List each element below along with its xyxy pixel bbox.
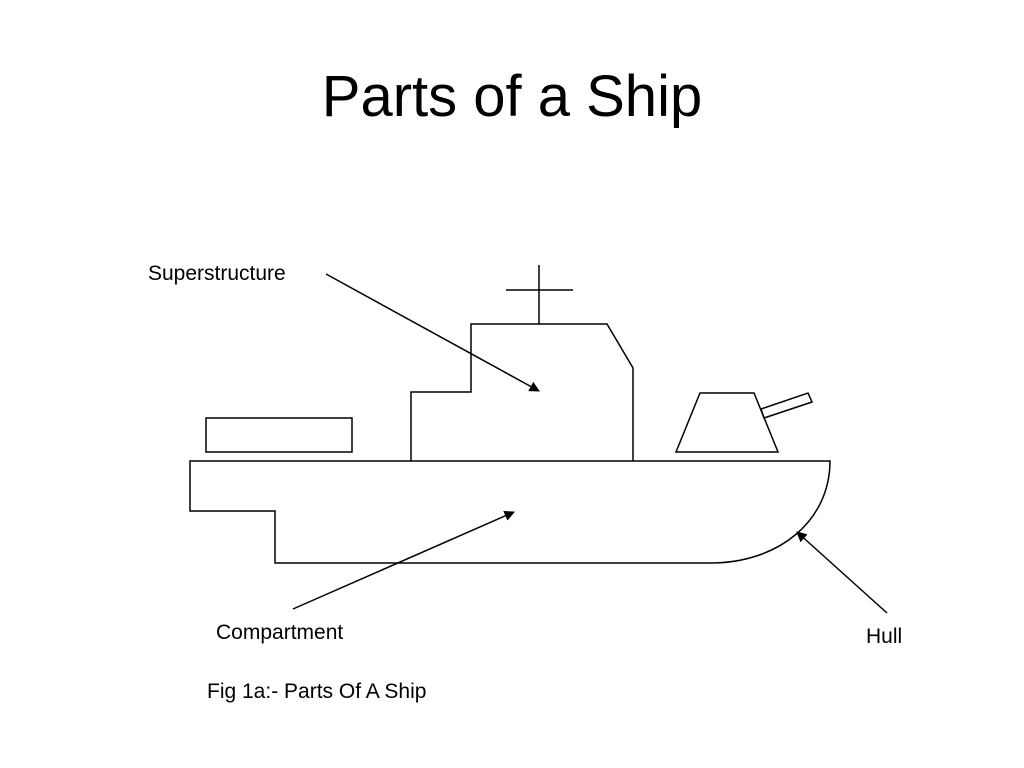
label-superstructure: Superstructure	[148, 262, 286, 285]
deck-box	[205, 417, 353, 453]
gun-barrel	[760, 392, 814, 419]
superstructure-shape	[410, 323, 634, 461]
label-hull: Hull	[866, 625, 903, 648]
superstructure-arrow	[325, 273, 540, 392]
figure-caption: Fig 1a:- Parts Of A Ship	[207, 680, 427, 703]
gun-turret	[674, 392, 780, 453]
ship-hull	[189, 460, 831, 564]
label-compartment: Compartment	[216, 621, 344, 644]
hull-arrow	[796, 531, 888, 614]
slide-title: Parts of a Ship	[321, 64, 703, 129]
compartment-arrow	[292, 510, 515, 610]
